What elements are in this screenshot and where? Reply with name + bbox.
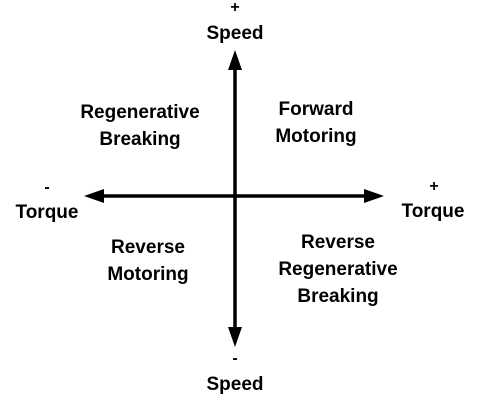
quadrant-bottom-right-line-3: Breaking xyxy=(297,286,379,307)
torque-right-arrowhead xyxy=(364,189,384,203)
torque-negative-label: Torque xyxy=(15,202,79,223)
torque-negative-sign: - xyxy=(44,179,50,196)
quadrant-bottom-left: Reverse Motoring xyxy=(78,234,218,288)
horizontal-axis xyxy=(84,189,384,203)
speed-positive-label: Speed xyxy=(206,23,264,44)
quadrant-top-left-line-1: Regenerative xyxy=(80,102,200,123)
speed-positive-sign: + xyxy=(230,0,240,16)
quadrant-top-right: Forward Motoring xyxy=(246,96,386,150)
speed-negative-sign: - xyxy=(232,350,238,367)
quadrant-bottom-right: Reverse Regenerative Breaking xyxy=(248,229,428,310)
quadrant-bottom-right-line-1: Reverse xyxy=(301,232,375,253)
quadrant-bottom-left-line-1: Reverse xyxy=(111,237,185,258)
vertical-axis xyxy=(228,50,242,347)
quadrant-top-left: Regenerative Breaking xyxy=(48,99,232,153)
speed-down-arrowhead xyxy=(228,327,242,347)
torque-positive-sign: + xyxy=(429,178,439,195)
speed-up-arrowhead xyxy=(228,50,242,70)
quadrant-top-right-line-1: Forward xyxy=(278,99,354,120)
quadrant-top-right-line-2: Motoring xyxy=(275,126,357,147)
speed-negative-label: Speed xyxy=(206,374,264,395)
quadrant-bottom-right-line-2: Regenerative xyxy=(278,259,398,280)
quadrant-top-left-line-2: Breaking xyxy=(99,129,181,150)
quadrant-bottom-left-line-2: Motoring xyxy=(107,264,189,285)
torque-positive-label: Torque xyxy=(401,201,465,222)
torque-left-arrowhead xyxy=(84,189,104,203)
